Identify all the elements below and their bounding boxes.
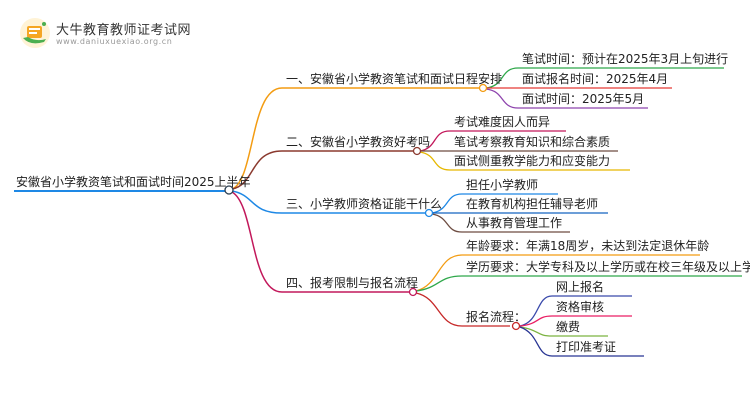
branch-3-label: 三、小学教师资格证能干什么	[286, 197, 443, 211]
branch-2-child-2: 笔试考察教育知识和综合素质	[454, 135, 611, 149]
branch-3-child-2: 在教育机构担任辅导老师	[466, 197, 599, 211]
site-logo: 大牛教育教师证考试网 www.daniuxuexiao.org.cn	[18, 14, 238, 54]
branch-2-child-1: 考试难度因人而异	[454, 115, 551, 129]
branch-1-label: 一、安徽省小学教资笔试和面试日程安排	[286, 72, 503, 86]
book-hand-logo-icon	[20, 18, 50, 48]
branch-4-label: 四、报考限制与报名流程	[286, 276, 419, 290]
brand-name: 大牛教育教师证考试网	[56, 23, 192, 38]
branch-1-child-1: 笔试时间：预计在2025年3月上旬进行	[522, 52, 729, 66]
process-step-1: 网上报名	[556, 280, 605, 294]
branch-4-process-label: 报名流程：	[466, 310, 527, 324]
branch-4-age-requirement: 年龄要求：年满18周岁，未达到法定退休年龄	[466, 239, 710, 253]
branch-3-child-3: 从事教育管理工作	[466, 216, 563, 230]
brand-url: www.daniuxuexiao.org.cn	[56, 37, 173, 46]
branch-2-label: 二、安徽省小学教资好考吗	[286, 135, 431, 149]
process-step-4: 打印准考证	[556, 340, 617, 354]
branch-1-child-3: 面试时间：2025年5月	[522, 92, 645, 106]
branch-3-child-1: 担任小学教师	[466, 178, 539, 192]
mindmap-root: 安徽省小学教资笔试和面试时间2025上半年	[16, 175, 251, 189]
branch-2-child-3: 面试侧重教学能力和应变能力	[454, 154, 611, 168]
branch-4-education-requirement: 学历要求：大学专科及以上学历或在校三年级及以上学生	[466, 260, 750, 274]
branch-1-child-2: 面试报名时间：2025年4月	[522, 72, 669, 86]
process-step-3: 缴费	[556, 320, 581, 334]
process-step-2: 资格审核	[556, 300, 605, 314]
